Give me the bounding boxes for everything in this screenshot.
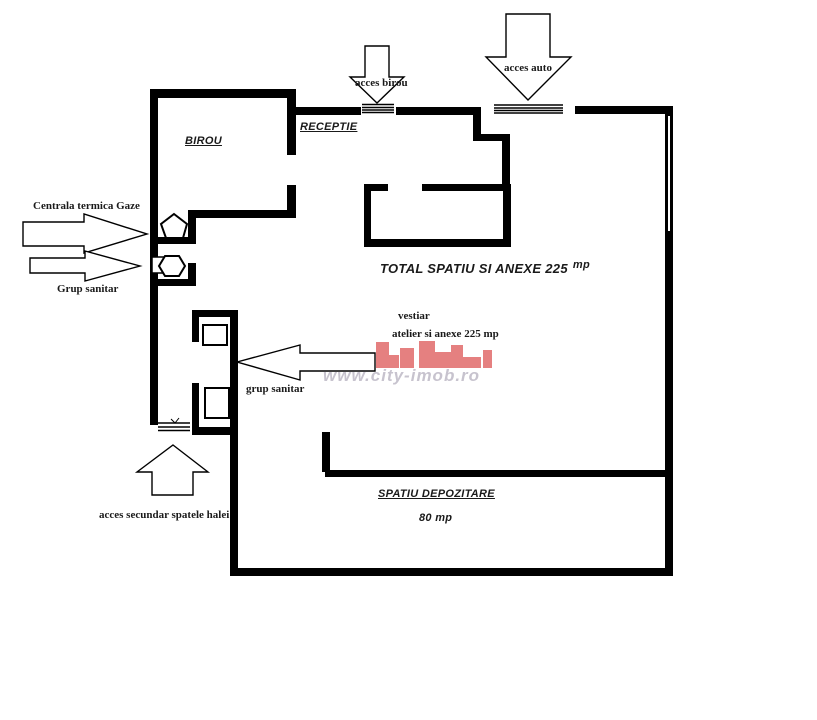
fixtures [157, 212, 230, 419]
toilet-fixture-2 [204, 387, 230, 419]
total-area-text: TOTAL SPATIU SI ANEXE 225 [380, 261, 568, 276]
annotation-vestiar: vestiar [398, 310, 430, 322]
toilet-fixture-1 [202, 324, 228, 346]
annotation-grup-sanitar-upper: Grup sanitar [57, 283, 119, 295]
room-label-birou: BIROU [185, 135, 222, 147]
grup-sanitar-right-arrow-icon [29, 250, 143, 282]
annotation-acces-secundar: acces secundar spatele halei [99, 509, 230, 521]
door-hatch-acces-secundar [158, 417, 190, 432]
grup-sanitar-left-arrow-icon [234, 344, 376, 381]
total-area-unit: mp [572, 259, 590, 271]
annotation-centrala-termica: Centrala termica Gaze [33, 200, 140, 212]
acces-birou-down-arrow-icon [348, 45, 406, 104]
annotation-acces-auto: acces auto [504, 62, 552, 74]
door-hatch-acces-auto [494, 104, 563, 114]
room-label-receptie: RECEPTIE [300, 121, 358, 133]
annotation-acces-birou: acces birou [355, 77, 408, 89]
room-label-spatiu-depozitare: SPATIU DEPOZITARE [378, 488, 495, 500]
right-wall-inner-line [668, 116, 670, 231]
sink-hexagon-icon [157, 255, 187, 277]
centrala-right-arrow-icon [22, 213, 150, 254]
annotation-grup-sanitar-lower: grup sanitar [246, 383, 305, 395]
door-hatch-acces-birou [362, 103, 394, 114]
annotation-atelier: atelier si anexe 225 mp [392, 328, 499, 340]
acces-secundar-up-arrow-icon [134, 444, 211, 496]
boiler-pentagon-icon [159, 212, 189, 239]
depozitare-area-label: 80 mp [419, 512, 453, 524]
acces-auto-down-arrow-icon [484, 13, 573, 101]
total-area-label: TOTAL SPATIU SI ANEXE 225 mp [380, 259, 590, 276]
watermark-text: www.city-imob.ro [323, 366, 481, 385]
